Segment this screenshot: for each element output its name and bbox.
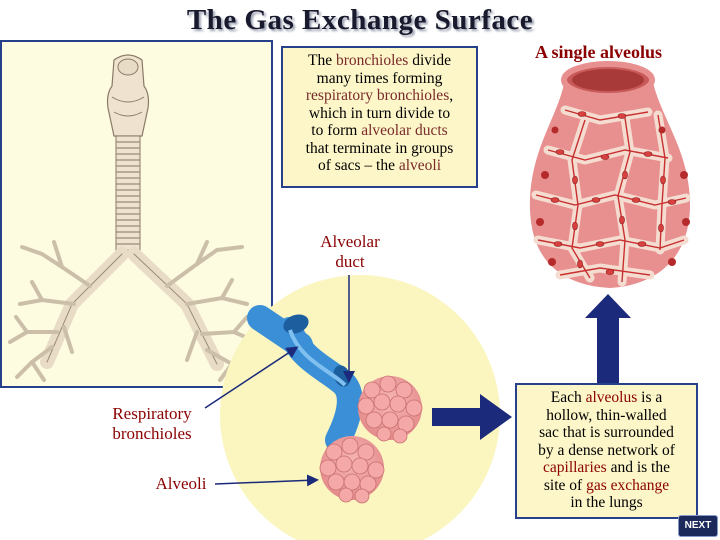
info-line: The bronchioles divide [308,52,451,69]
respiratory-bronchiole-tube [247,305,363,453]
info-line: which in turn divide to [308,104,451,122]
bronchioles-info-box: The bronchioles divide many times formin… [281,46,478,188]
alveolar-duct-label: Alveolar duct [320,232,380,271]
single-alveolus-title: A single alveolus [535,42,663,62]
desc-line: site of gas exchange [543,476,670,494]
desc-line: sac that is surrounded [539,424,674,441]
info-line: many times forming [316,69,443,87]
desc-line: in the lungs [570,494,643,511]
desc-line: by a dense network of [538,441,675,459]
alveoli-cluster-lower [319,436,385,504]
up-arrow-icon [585,294,631,384]
alveoli-pointer [214,474,319,487]
info-line: respiratory bronchioles, [305,87,454,104]
info-line: to form alveolar ducts [311,122,448,139]
alveolus-description-box: Each alveolus is a hollow, thin-walled s… [515,383,698,519]
right-arrow-icon [432,394,512,440]
desc-line: hollow, thin-walled [546,406,667,424]
desc-line: Each alveolus is a [550,389,663,406]
bronchial-tree-panel [0,40,273,388]
slide-title: The Gas Exchange Surface [186,4,534,36]
single-alveolus-illustration [529,61,691,288]
alveoli-cluster-upper [357,375,423,444]
next-button[interactable]: NEXT [678,515,718,537]
info-line: that terminate in groups [305,139,454,157]
resp-bronchioles-pointer [204,346,299,409]
info-line: of sacs – the alveoli [317,157,442,174]
respiratory-bronchioles-label: Respiratory bronchioles [112,404,192,443]
alveoli-label: Alveoli [155,474,207,493]
desc-line: capillaries and is the [543,459,670,476]
